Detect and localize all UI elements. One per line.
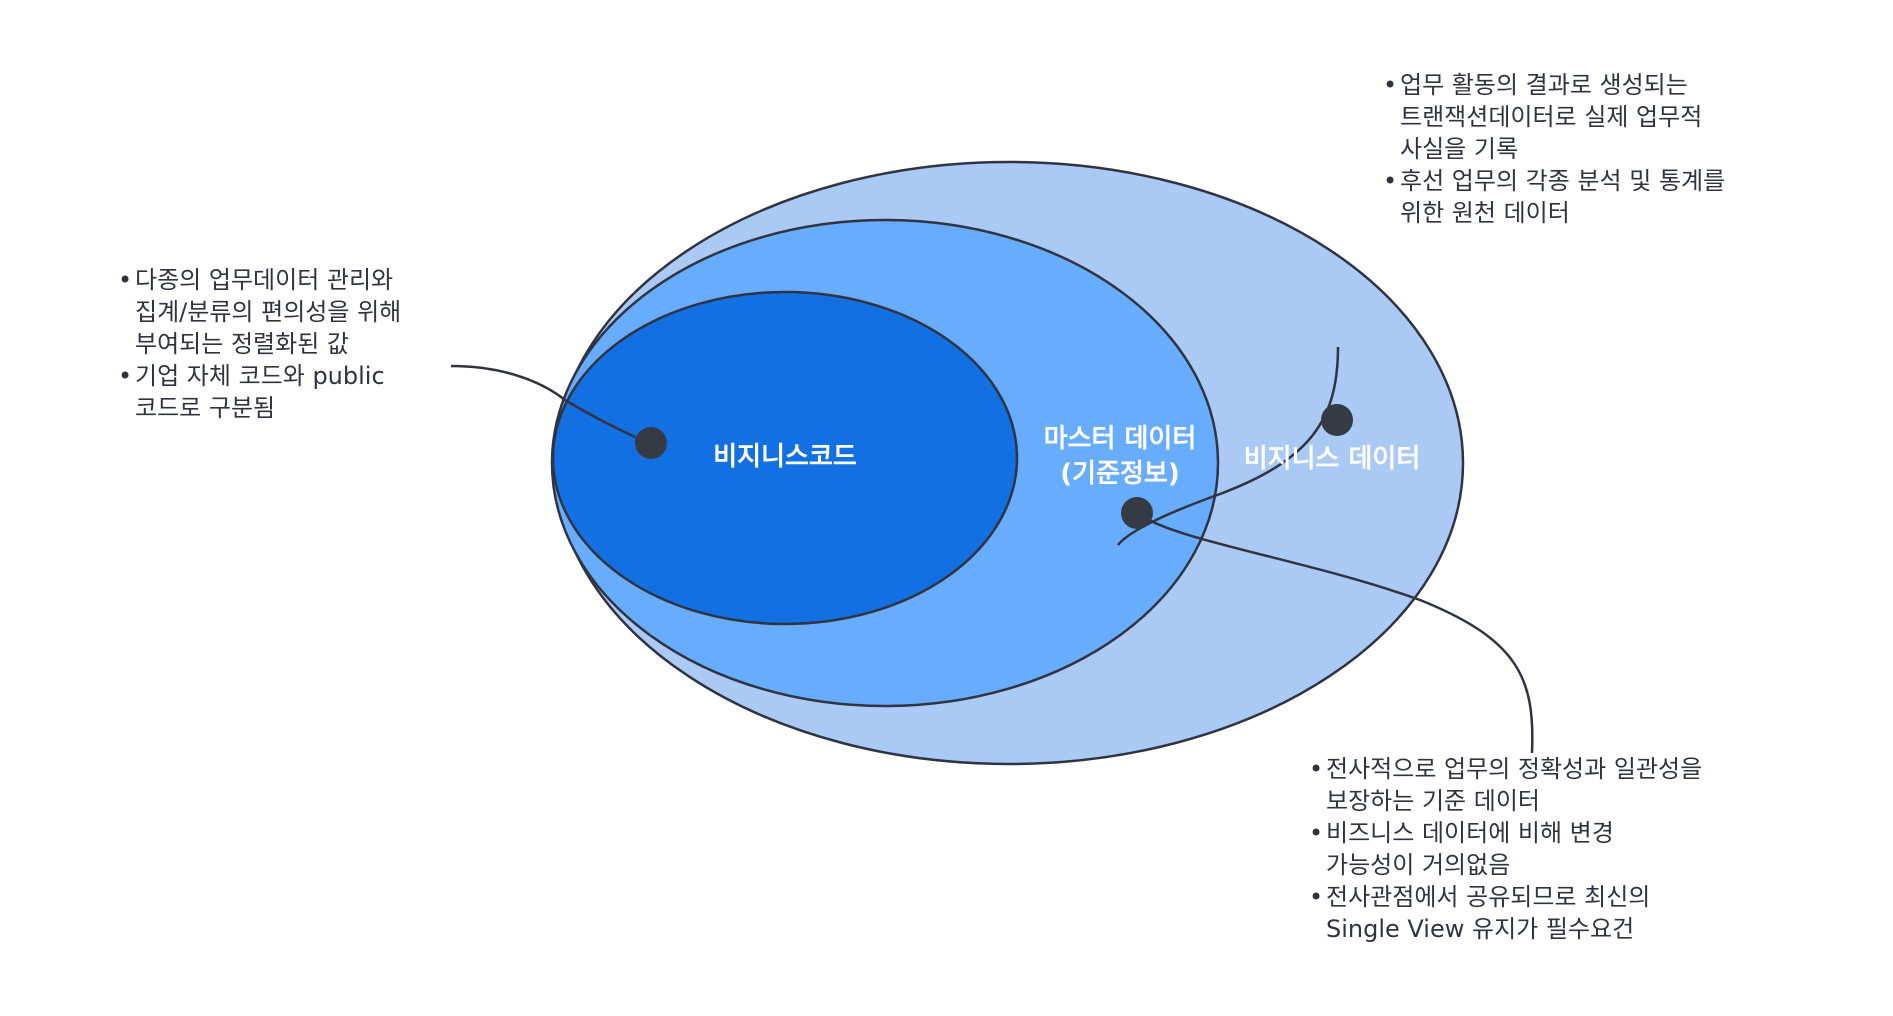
business-code-notes: 다종의 업무데이터 관리와 집계/분류의 편의성을 위해 부여되는 정렬화된 값… — [118, 264, 401, 424]
business-code-region — [551, 290, 1019, 626]
connector-business-code — [450, 364, 651, 445]
note-item: 후선 업무의 각종 분석 및 통계를 위한 원천 데이터 — [1383, 165, 1725, 229]
note-item: 업무 활동의 결과로 생성되는 트랜잭션데이터로 실제 업무적 사실을 기록 — [1383, 69, 1725, 165]
note-item: 다종의 업무데이터 관리와 집계/분류의 편의성을 위해 부여되는 정렬화된 값 — [118, 264, 401, 360]
master-data-label-line2: (기준정보) — [1060, 459, 1179, 489]
business-data-label: 비지니스 데이터 — [1244, 444, 1421, 474]
business-data-notes: 업무 활동의 결과로 생성되는 트랜잭션데이터로 실제 업무적 사실을 기록 후… — [1383, 69, 1725, 229]
connector-master-data — [1137, 512, 1534, 754]
anchor-dot-master-data — [1121, 497, 1153, 529]
anchor-dot-business-code — [635, 427, 667, 459]
note-item: 전사적으로 업무의 정확성과 일관성을 보장하는 기준 데이터 — [1309, 753, 1702, 817]
master-data-label-line1: 마스터 데이터 — [1044, 424, 1197, 454]
business-code-label: 비지니스코드 — [713, 442, 857, 472]
note-item: 전사관점에서 공유되므로 최신의 Single View 유지가 필수요건 — [1309, 881, 1702, 945]
master-data-notes: 전사적으로 업무의 정확성과 일관성을 보장하는 기준 데이터 비즈니스 데이터… — [1309, 753, 1702, 945]
anchor-dot-business-data — [1321, 404, 1353, 436]
note-item: 기업 자체 코드와 public 코드로 구분됨 — [118, 360, 401, 424]
note-item: 비즈니스 데이터에 비해 변경 가능성이 거의없음 — [1309, 817, 1702, 881]
